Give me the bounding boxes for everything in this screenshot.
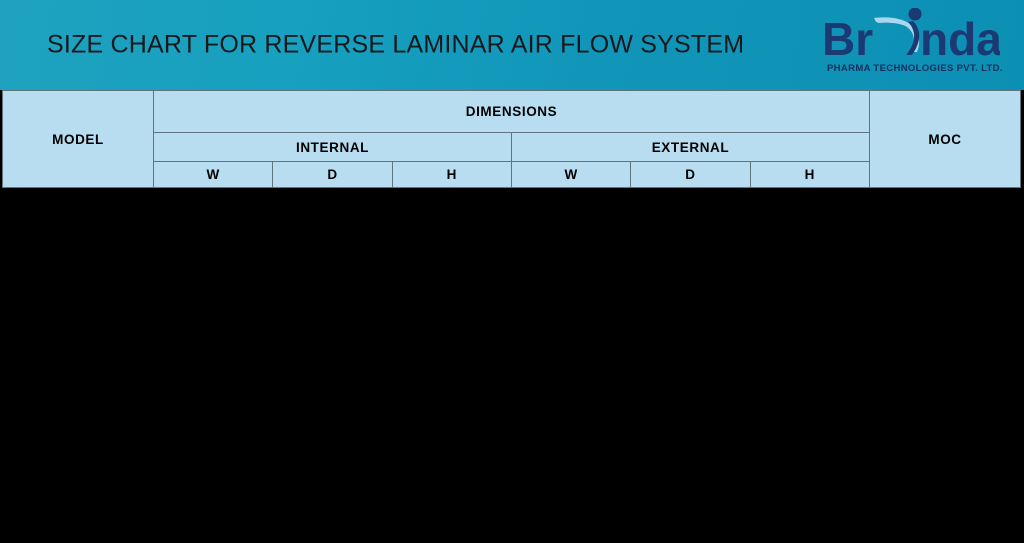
column-header-external-h: H: [749, 161, 871, 188]
brinda-wordmark-icon: Br nda: [822, 7, 1002, 65]
column-header-model: MODEL: [2, 90, 154, 188]
size-chart-table-wrapper: MODEL DIMENSIONS MOC INTERNAL EXTERNAL W…: [0, 90, 1024, 190]
page-title: SIZE CHART FOR REVERSE LAMINAR AIR FLOW …: [47, 30, 745, 59]
table-header-row-wdh: W D H W D H: [3, 161, 1021, 188]
column-header-internal: INTERNAL: [153, 132, 512, 162]
svg-text:nda: nda: [920, 13, 1000, 63]
title-band: SIZE CHART FOR REVERSE LAMINAR AIR FLOW …: [0, 0, 1024, 90]
column-header-internal-d: D: [272, 161, 393, 188]
column-header-external-w: W: [510, 161, 632, 188]
size-chart-table: MODEL DIMENSIONS MOC INTERNAL EXTERNAL W…: [2, 90, 1021, 188]
column-header-dimensions: DIMENSIONS: [153, 90, 870, 133]
column-header-moc: MOC: [869, 90, 1021, 188]
logo-tagline: PHARMA TECHNOLOGIES PVT. LTD.: [827, 63, 1003, 74]
table-body-empty-area: [0, 190, 1024, 543]
column-header-external-d: D: [630, 161, 751, 188]
table-header-row-groups: INTERNAL EXTERNAL: [3, 132, 1021, 162]
company-logo: Br nda PHARMA TECHNOLOGIES PVT. LTD.: [822, 7, 1003, 84]
column-header-internal-h: H: [391, 161, 512, 188]
column-header-internal-w: W: [152, 161, 274, 188]
column-header-external: EXTERNAL: [510, 132, 871, 162]
brinda-logo-mark: Br nda: [822, 7, 1002, 65]
table-header-row-dimensions: MODEL DIMENSIONS MOC: [2, 90, 1021, 188]
svg-text:Br: Br: [822, 13, 873, 63]
